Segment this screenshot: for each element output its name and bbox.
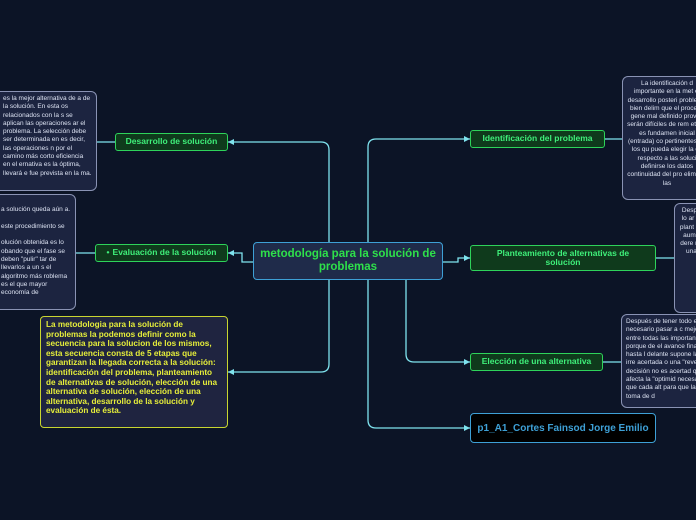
connector-desarrollo xyxy=(228,141,330,263)
connector-identificacion xyxy=(367,138,470,263)
summary-text: La metodologia para la solución de probl… xyxy=(46,320,218,416)
author-box[interactable]: p1_A1_Cortes Fainsod Jorge Emilio xyxy=(470,413,656,443)
topic-identificacion-label: Identificación del problema xyxy=(482,133,593,144)
central-topic-label: metodología para la solución de problema… xyxy=(260,248,436,273)
note-planteamiento-text: Desp de lo ar c al plant de s aum de der… xyxy=(679,207,696,256)
note-eleccion[interactable]: Después de tener todo es necesario pasar… xyxy=(621,314,696,408)
topic-evaluacion-marker: • xyxy=(106,247,110,258)
note-identificacion[interactable]: La identificación d importante en la met… xyxy=(622,76,696,200)
topic-evaluacion[interactable]: • Evaluación de la solución xyxy=(95,244,228,262)
note-evaluacion-text: a solución queda aún a. este procedimien… xyxy=(1,206,71,297)
summary-box[interactable]: La metodologia para la solución de probl… xyxy=(40,316,228,428)
note-desarrollo[interactable]: es la mejor alternativa de a de la soluc… xyxy=(0,91,97,191)
connector-eleccion xyxy=(405,280,470,363)
note-planteamiento[interactable]: Desp de lo ar c al plant de s aum de der… xyxy=(674,203,696,313)
topic-eleccion-label: Elección de una alternativa xyxy=(481,356,592,367)
connector-summary xyxy=(228,262,330,373)
topic-planteamiento-label: Planteamiento de alternativas de solució… xyxy=(496,247,630,267)
topic-evaluacion-label: Evaluación de la solución xyxy=(112,247,217,258)
note-identificacion-text: La identificación d importante en la met… xyxy=(627,80,696,187)
topic-identificacion[interactable]: Identificación del problema xyxy=(470,130,605,148)
topic-planteamiento[interactable]: Planteamiento de alternativas de solució… xyxy=(470,245,656,271)
topic-desarrollo[interactable]: Desarrollo de solución xyxy=(115,133,228,151)
connector-evaluacion xyxy=(228,252,253,263)
central-topic[interactable]: metodología para la solución de problema… xyxy=(253,242,443,280)
connector-author xyxy=(367,262,470,429)
note-desarrollo-text: es la mejor alternativa de a de la soluc… xyxy=(3,95,92,177)
note-evaluacion[interactable]: a solución queda aún a. este procedimien… xyxy=(0,194,76,310)
topic-desarrollo-label: Desarrollo de solución xyxy=(125,136,218,147)
note-eleccion-text: Después de tener todo es necesario pasar… xyxy=(626,318,696,400)
topic-eleccion[interactable]: Elección de una alternativa xyxy=(470,353,603,371)
author-label: p1_A1_Cortes Fainsod Jorge Emilio xyxy=(477,422,649,434)
